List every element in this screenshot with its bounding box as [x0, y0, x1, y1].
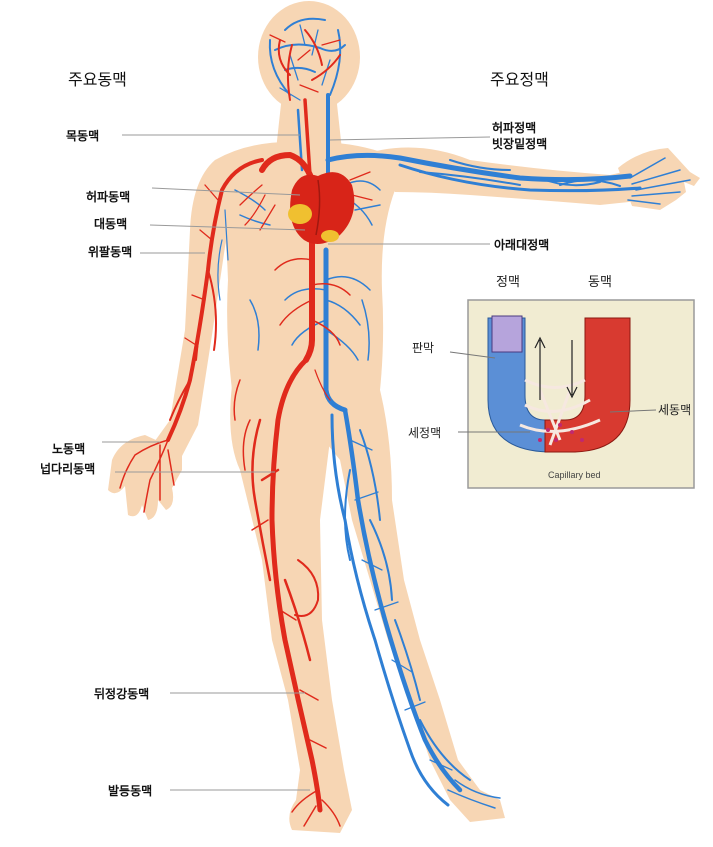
label-subclavian-vein: 빗장밑정맥 — [492, 135, 547, 152]
leader-pulmonary-vein — [330, 137, 490, 140]
label-pulmonary-vein: 허파정맥 — [492, 119, 536, 136]
inset-label-artery: 동맥 — [588, 271, 612, 290]
label-posterior-tibial: 뒤정강동맥 — [94, 685, 149, 702]
inset-label-vein: 정맥 — [496, 271, 520, 290]
header-veins: 주요정맥 — [490, 66, 549, 90]
inset-caption: Capillary bed — [548, 470, 601, 480]
inset-label-arteriole: 세동맥 — [658, 401, 691, 418]
label-femoral: 넙다리동맥 — [40, 460, 95, 477]
label-brachial: 위팔동맥 — [88, 243, 132, 260]
inset-label-venule: 세정맥 — [408, 424, 441, 441]
inset-label-valve: 판막 — [412, 339, 434, 356]
label-radial: 노동맥 — [52, 440, 85, 457]
capillary-bed-inset — [450, 300, 694, 488]
label-inferior-vena-cava: 아래대정맥 — [494, 236, 549, 253]
inset-vein-top — [492, 316, 522, 352]
label-carotid: 목동맥 — [66, 127, 99, 144]
header-arteries: 주요동맥 — [68, 66, 127, 90]
label-aorta: 대동맥 — [94, 215, 127, 232]
label-pulmonary-artery: 허파동맥 — [86, 188, 130, 205]
label-dorsalis-pedis: 발등동맥 — [108, 782, 152, 799]
